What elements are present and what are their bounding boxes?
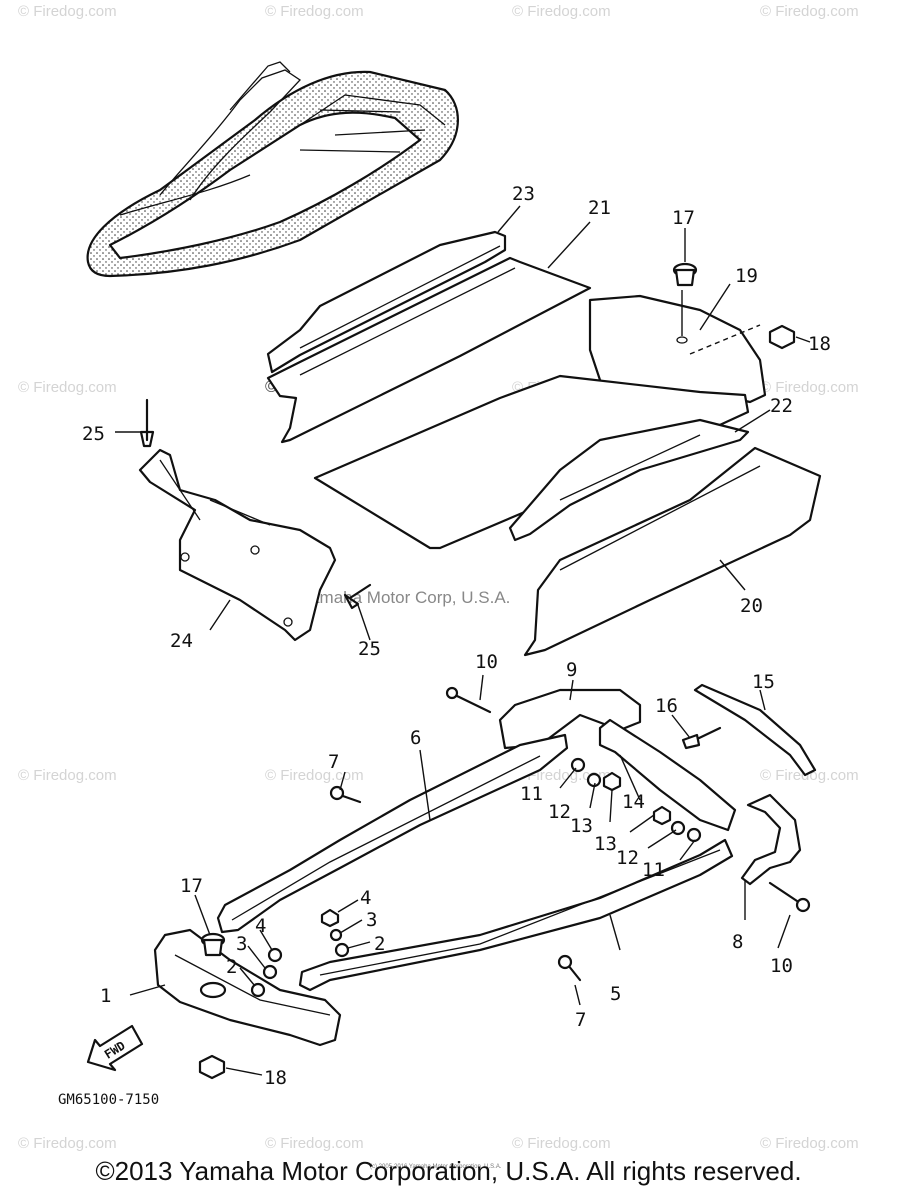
small-copyright: (c) 2005-2016 Yamaha Motor Corporation, … (370, 1164, 502, 1170)
part-20-mat-right (523, 446, 822, 657)
label-7: 7 (575, 1009, 586, 1031)
label-12: 12 (616, 847, 639, 869)
part-8-bracket (740, 793, 802, 886)
label-17: 17 (672, 207, 695, 229)
label-13: 13 (570, 815, 593, 837)
part-14-rail-arm (598, 718, 737, 832)
part-18-nut-bottom (198, 1054, 226, 1080)
watercraft-overview (86, 61, 459, 278)
watermark-center: Yamaha Motor Corp, U.S.A. (300, 588, 510, 607)
diagram-code: GM65100-7150 (58, 1092, 159, 1108)
part-1-bumper (153, 928, 342, 1047)
watermark: © Firedog.com (512, 3, 611, 20)
label-20: 20 (740, 595, 763, 617)
label-3: 3 (366, 909, 377, 931)
part-23-mat-strip (266, 230, 507, 374)
label-25: 25 (358, 638, 381, 660)
label-24: 24 (170, 630, 193, 652)
label-25: 25 (82, 423, 105, 445)
label-2: 2 (226, 956, 237, 978)
part-labels: 23 21 17 19 18 22 20 25 24 25 10 9 16 15… (82, 183, 831, 1089)
label-17: 17 (180, 875, 203, 897)
label-2: 2 (374, 933, 385, 955)
label-10: 10 (475, 651, 498, 673)
label-15: 15 (752, 671, 775, 693)
part-24-bracket (138, 448, 337, 642)
part-16-rivet (681, 726, 722, 750)
watermark: © Firedog.com (265, 1135, 364, 1152)
label-3: 3 (236, 933, 247, 955)
label-7: 7 (328, 751, 339, 773)
copyright-notice: ©2013 Yamaha Motor Corporation, U.S.A. A… (95, 1156, 802, 1186)
label-4: 4 (255, 915, 266, 937)
part-10-bolt (445, 686, 811, 913)
part-5-rail-bottom (298, 838, 734, 992)
part-22-mat-center (313, 374, 750, 550)
label-9: 9 (566, 659, 577, 681)
watermark: © Firedog.com (760, 767, 859, 784)
part-25-pin (139, 398, 372, 610)
watermark: © Firedog.com (760, 3, 859, 20)
watermark: © Firedog.com (18, 1135, 117, 1152)
label-11: 11 (642, 859, 665, 881)
label-5: 5 (610, 983, 621, 1005)
watermark: © Firedog.com (512, 1135, 611, 1152)
label-18: 18 (264, 1067, 287, 1089)
watermark-layer: © Firedog.com © Firedog.com © Firedog.co… (18, 3, 859, 1152)
label-22: 22 (770, 395, 793, 417)
watermark: © Firedog.com (265, 767, 364, 784)
watermark: © Firedog.com (18, 379, 117, 396)
label-10: 10 (770, 955, 793, 977)
hardware-small (250, 757, 702, 998)
label-14: 14 (622, 791, 645, 813)
watermark: © Firedog.com (18, 767, 117, 784)
label-21: 21 (588, 197, 611, 219)
leader-lines (115, 205, 811, 1076)
label-18: 18 (808, 333, 831, 355)
part-18-nut-top (768, 324, 796, 350)
label-6: 6 (410, 727, 421, 749)
label-23: 23 (512, 183, 535, 205)
label-1: 1 (100, 985, 111, 1007)
part-15-strip (693, 683, 817, 777)
label-16: 16 (655, 695, 678, 717)
label-11: 11 (520, 783, 543, 805)
part-17-grommet-bottom (200, 932, 226, 957)
label-8: 8 (732, 931, 743, 953)
fwd-arrow: FWD (86, 1024, 144, 1072)
watermark: © Firedog.com (265, 3, 364, 20)
watermark: © Firedog.com (760, 1135, 859, 1152)
label-4: 4 (360, 887, 371, 909)
watermark: © Firedog.com (760, 379, 859, 396)
label-19: 19 (735, 265, 758, 287)
watermark: © Firedog.com (18, 3, 117, 20)
part-17-grommet-top (672, 262, 698, 287)
part-21-mat-left (266, 256, 592, 444)
part-6-rail-left (216, 733, 569, 934)
label-13: 13 (594, 833, 617, 855)
label-12: 12 (548, 801, 571, 823)
